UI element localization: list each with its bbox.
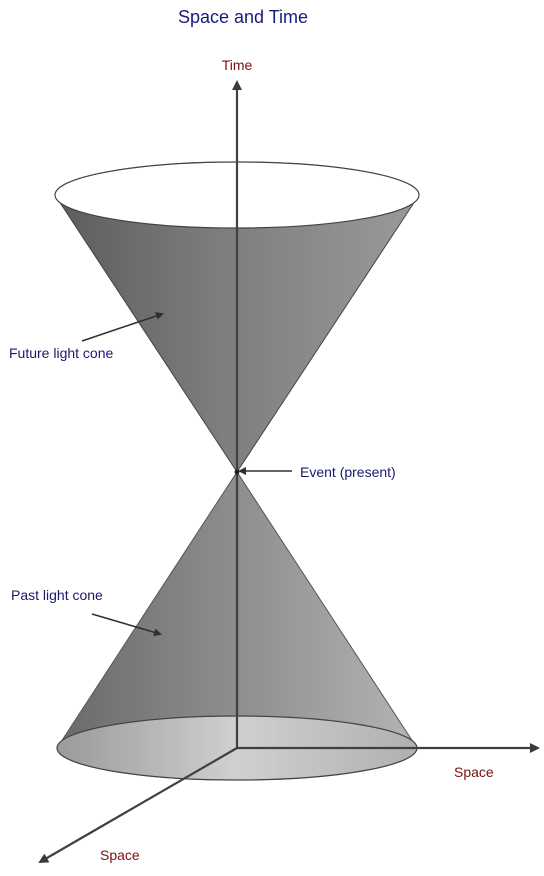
space-axis-left: [38, 747, 238, 864]
axes: [38, 80, 540, 864]
diagram-title: Space and Time: [178, 7, 308, 27]
future-cone-label: Future light cone: [9, 345, 113, 361]
event-point: [234, 469, 240, 475]
past-cone-pointer: [91, 613, 162, 637]
space-axis-right-label: Space: [454, 764, 494, 780]
past-cone-annotation: Past light cone: [11, 587, 162, 637]
space-axis-left-label: Space: [100, 847, 140, 863]
future-cone-annotation: Future light cone: [9, 312, 164, 361]
past-cone-label: Past light cone: [11, 587, 103, 603]
event-label: Event (present): [300, 464, 396, 480]
time-axis-label: Time: [222, 57, 253, 73]
future-cone-pointer: [81, 312, 164, 342]
event-annotation: Event (present): [234, 464, 396, 480]
